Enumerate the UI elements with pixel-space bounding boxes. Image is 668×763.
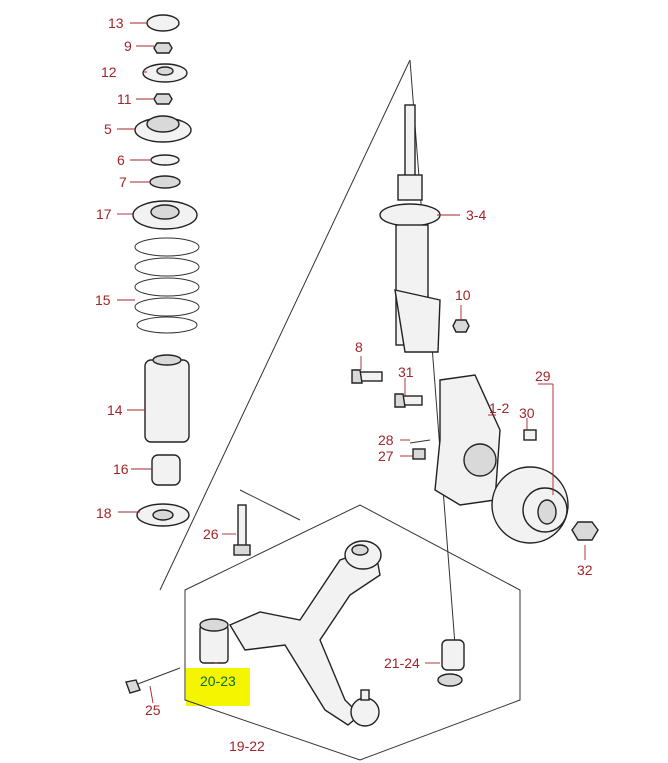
triangle-left-line — [159, 59, 411, 591]
label-29: 29 — [535, 368, 551, 384]
bolt-26 — [233, 504, 251, 556]
highlight-20-23 — [186, 668, 250, 706]
ball-joint — [350, 689, 380, 727]
label-18: 18 — [96, 505, 112, 521]
label-8: 8 — [355, 339, 363, 355]
strut-3-4 — [379, 104, 441, 353]
nut-10 — [452, 319, 470, 333]
seat-18 — [136, 503, 190, 527]
spring-15 — [134, 237, 200, 334]
bearing-7 — [149, 175, 181, 189]
nut-27 — [412, 448, 426, 460]
label-25: 25 — [145, 702, 161, 718]
label-17: 17 — [96, 206, 112, 222]
label-3-4: 3-4 — [466, 207, 486, 223]
pin-28 — [409, 439, 431, 444]
control-arm-19-22 — [228, 540, 382, 726]
label-11: 11 — [117, 91, 132, 107]
label-19-22: 19-22 — [229, 738, 265, 754]
mount-5 — [134, 115, 192, 143]
nut-11 — [153, 93, 173, 105]
hub-29 — [491, 466, 569, 544]
label-6: 6 — [117, 152, 125, 168]
label-13: 13 — [108, 15, 124, 31]
label-1-2: 1-2 — [489, 400, 509, 416]
bolt-30 — [523, 429, 537, 441]
knuckle-1-2 — [434, 374, 501, 506]
label-26: 26 — [203, 526, 219, 542]
label-16: 16 — [113, 461, 129, 477]
washer-6 — [150, 154, 180, 166]
label-9: 9 — [124, 38, 132, 54]
seat-17 — [132, 200, 198, 230]
dust-cap-13 — [146, 14, 180, 32]
label-28: 28 — [378, 432, 394, 448]
label-10: 10 — [455, 287, 471, 303]
boot-14 — [144, 354, 190, 443]
nut-9 — [153, 42, 173, 54]
arm-box-top — [239, 489, 301, 521]
bolt-25 — [125, 667, 181, 694]
label-30: 30 — [519, 405, 535, 421]
label-31: 31 — [398, 364, 414, 380]
label-7: 7 — [119, 174, 127, 190]
nut-32 — [571, 521, 599, 541]
bolt-31 — [394, 393, 423, 408]
mount-12 — [142, 63, 188, 83]
bolt-8 — [351, 369, 383, 384]
bushing-20-23 — [199, 618, 229, 664]
label-14: 14 — [107, 402, 123, 418]
label-27: 27 — [378, 448, 394, 464]
label-5: 5 — [104, 121, 112, 137]
label-32: 32 — [577, 562, 593, 578]
leader-lines — [117, 22, 586, 704]
arm-box — [184, 504, 521, 761]
label-21-24: 21-24 — [384, 655, 420, 671]
label-15: 15 — [95, 292, 111, 308]
bump-stop-16 — [151, 454, 181, 486]
label-20-23: 20-23 — [200, 673, 236, 689]
bushing-21-24 — [437, 639, 465, 687]
label-12: 12 — [101, 64, 117, 80]
